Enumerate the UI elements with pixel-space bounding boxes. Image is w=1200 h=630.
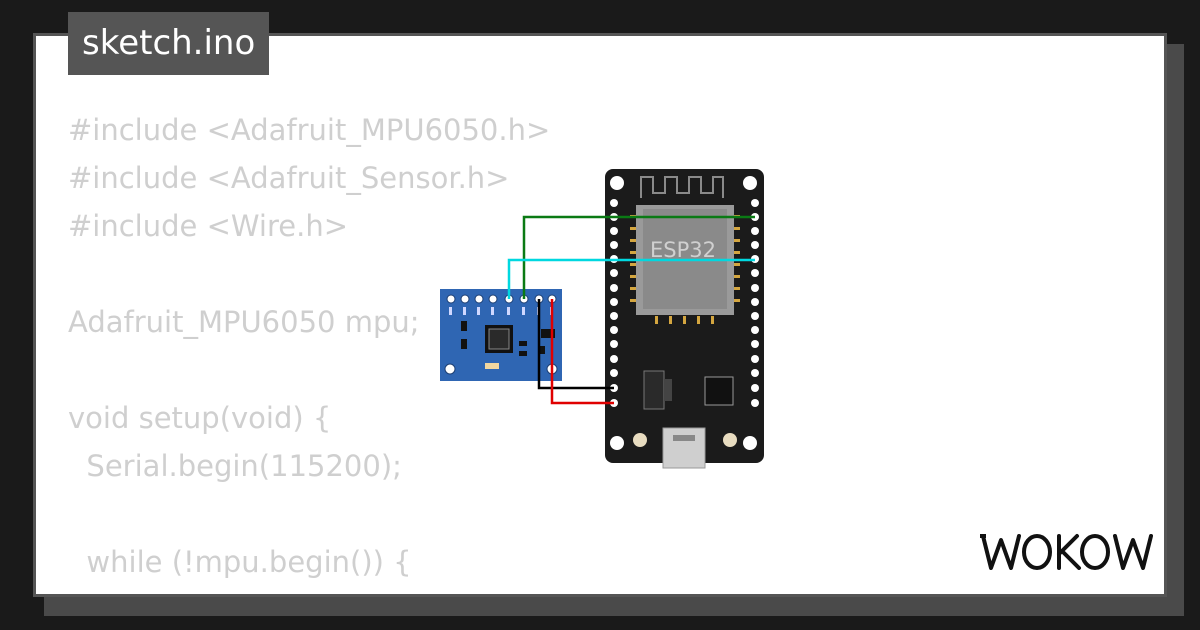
wire-gnd xyxy=(537,299,614,390)
code-line: Serial.begin(115200); xyxy=(68,449,402,483)
esp32-board: ESP32 xyxy=(605,169,764,469)
mpu6050-module xyxy=(440,289,562,381)
wifi-antenna-icon xyxy=(640,176,724,198)
code-preview: #include <Adafruit_MPU6050.h> #include <A… xyxy=(68,106,717,594)
wire-sda xyxy=(507,258,755,299)
code-line: Serial.println("MPU6050 not connected!")… xyxy=(68,586,717,594)
wires xyxy=(507,215,755,405)
circuit-diagram: ESP32 xyxy=(440,169,764,469)
code-line: while (!mpu.begin()) { xyxy=(68,545,412,579)
file-tab[interactable]: sketch.ino xyxy=(68,12,270,75)
project-card[interactable]: #include <Adafruit_MPU6050.h> #include <A… xyxy=(33,33,1167,597)
code-line: Adafruit_MPU6050 mpu; xyxy=(68,305,420,339)
code-line: #include <Adafruit_MPU6050.h> xyxy=(68,113,551,147)
code-line: void setup(void) { xyxy=(68,401,332,435)
wire-vcc xyxy=(550,299,614,405)
code-line: #include <Wire.h> xyxy=(68,209,349,243)
usb-port-icon xyxy=(662,427,706,469)
wokwi-logo xyxy=(980,534,1153,570)
chip-label: ESP32 xyxy=(650,238,716,262)
wire-scl xyxy=(522,215,755,299)
code-line: #include <Adafruit_Sensor.h> xyxy=(68,161,510,195)
